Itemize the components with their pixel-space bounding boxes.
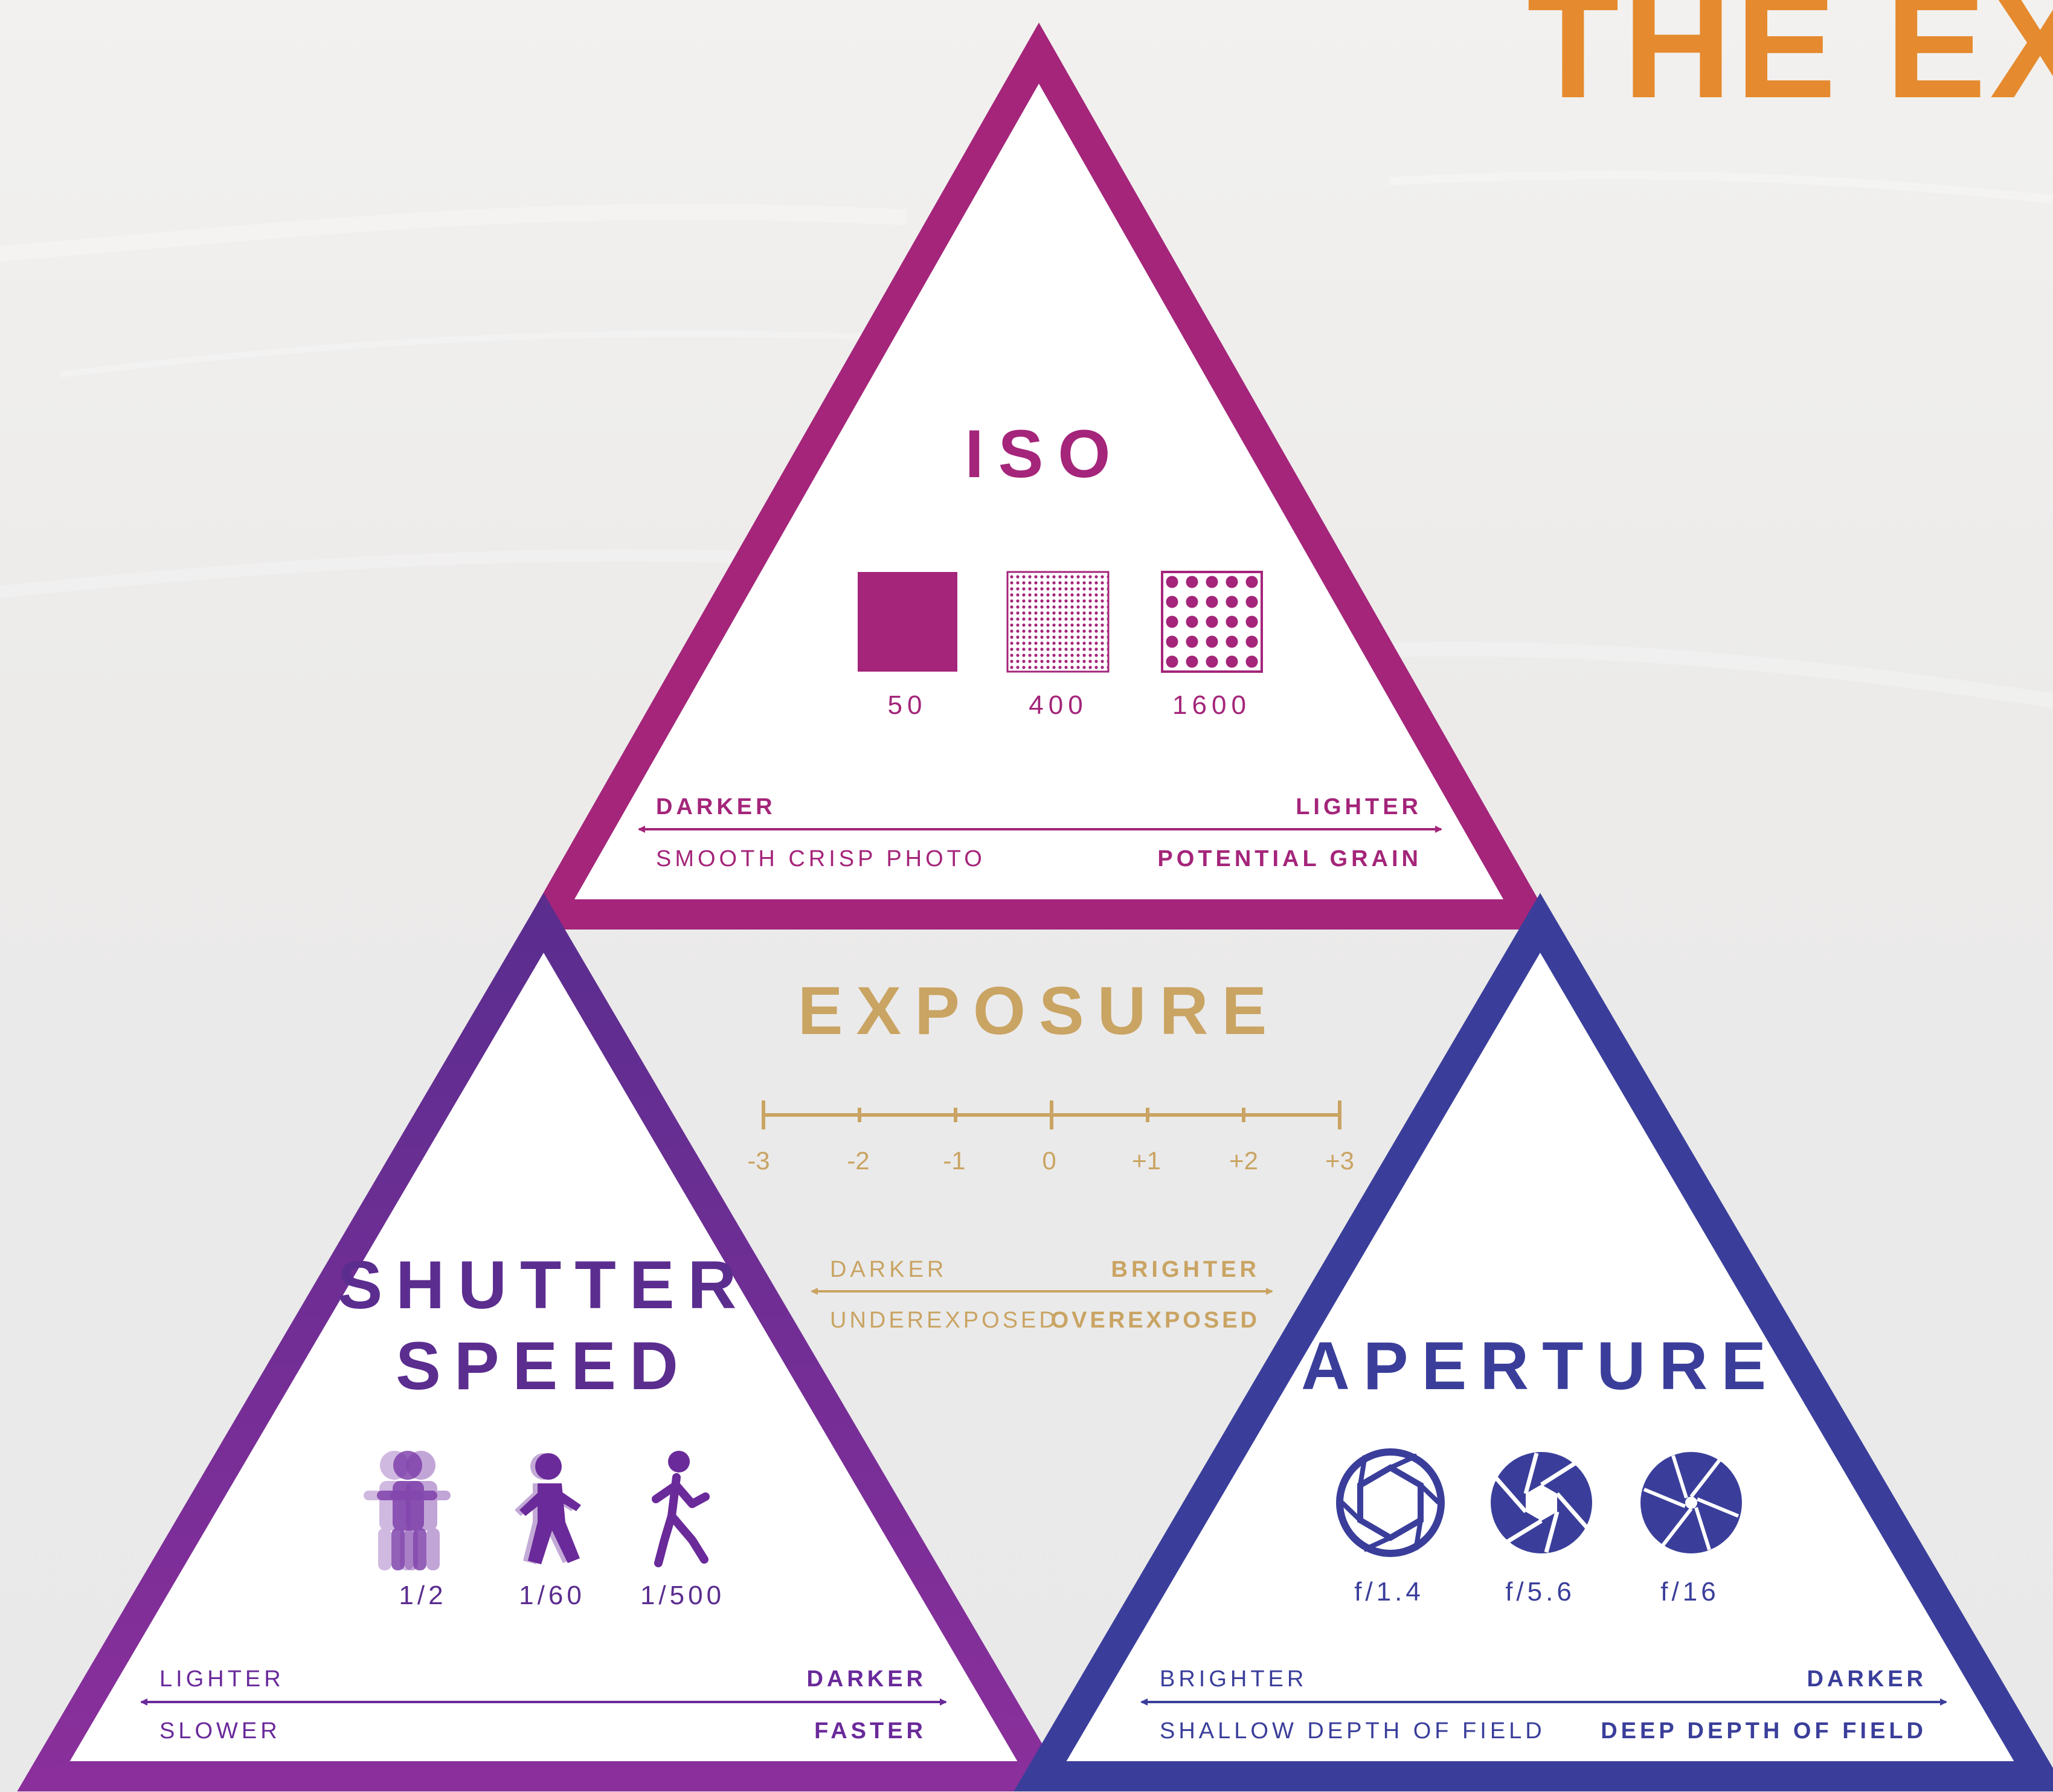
coarse-grain-square-icon: [1161, 571, 1263, 673]
aperture-section: APERTURE: [1014, 893, 2053, 1791]
exposure-scale-label: -2: [847, 1146, 869, 1175]
shutter-title-line2: SPEED: [396, 1328, 692, 1404]
exposure-scale-label: -1: [943, 1146, 965, 1175]
aperture-triangle: [1014, 893, 2053, 1791]
exposure-scale-label: 0: [1042, 1146, 1056, 1175]
shutter-title-line1: SHUTTER: [338, 1247, 750, 1323]
fine-grain-square-icon: [1006, 571, 1110, 673]
page-heading: THE EX: [1527, 0, 2053, 129]
iso-sample-label: 50: [888, 690, 927, 720]
exposure-scale-label: +2: [1229, 1146, 1258, 1175]
iso-darker-label: DARKER: [656, 794, 776, 820]
exposure-scale-label: -3: [747, 1146, 769, 1175]
exposure-darker-label: DARKER: [830, 1257, 947, 1282]
iso-section: ISO 50 400 1600 DARKER LIGHTER SMOOTH CR…: [522, 22, 1556, 930]
wide-aperture-icon: [1336, 1448, 1445, 1557]
medium-aperture-icon: [1491, 1452, 1592, 1553]
aperture-sample-label: f/5.6: [1505, 1577, 1575, 1607]
blurred-runner-icon: [364, 1451, 451, 1570]
aperture-sample-label: f/1.4: [1354, 1577, 1424, 1607]
narrow-aperture-icon: [1640, 1452, 1742, 1553]
iso-title: ISO: [965, 416, 1125, 492]
slightly-blurred-runner-icon: [515, 1453, 581, 1564]
aperture-deep-label: DEEP DEPTH OF FIELD: [1601, 1718, 1927, 1744]
shutter-darker-label: DARKER: [806, 1666, 927, 1692]
aperture-sample-label: f/16: [1660, 1577, 1719, 1607]
shutter-sample-label: 1/60: [519, 1581, 585, 1610]
exposure-title: EXPOSURE: [798, 973, 1280, 1049]
shutter-triangle: [17, 893, 1070, 1791]
aperture-brighter-label: BRIGHTER: [1160, 1666, 1307, 1692]
exposure-scale-ticks: [762, 1100, 1341, 1129]
shutter-slower-label: SLOWER: [159, 1718, 281, 1744]
exposure-section: EXPOSURE -3 -2 -1 0 +1 +2 +3 DARKER BRIG…: [747, 973, 1354, 1333]
light-streaks: [0, 171, 2053, 708]
aperture-darker-label: DARKER: [1807, 1666, 1927, 1692]
iso-triangle: [522, 22, 1556, 930]
shutter-sample-label: 1/2: [399, 1581, 446, 1610]
iso-smooth-label: SMOOTH CRISP PHOTO: [656, 846, 986, 872]
exposure-brighter-label: BRIGHTER: [1111, 1257, 1260, 1282]
shutter-section: SHUTTER SPEED: [17, 893, 1070, 1791]
solid-square-icon: [858, 572, 957, 672]
sharp-runner-icon: [652, 1451, 710, 1567]
iso-sample-label: 400: [1029, 690, 1087, 720]
exposure-underexposed-label: UNDEREXPOSED: [830, 1308, 1059, 1333]
iso-lighter-label: LIGHTER: [1296, 794, 1422, 820]
shutter-faster-label: FASTER: [814, 1718, 927, 1744]
shutter-lighter-label: LIGHTER: [159, 1666, 284, 1692]
shutter-sample-label: 1/500: [640, 1581, 725, 1610]
exposure-scale-label: +1: [1132, 1146, 1161, 1175]
exposure-scale-label: +3: [1325, 1146, 1354, 1175]
aperture-shallow-label: SHALLOW DEPTH OF FIELD: [1160, 1718, 1546, 1744]
exposure-overexposed-label: OVEREXPOSED: [1051, 1308, 1260, 1333]
iso-sample-label: 1600: [1172, 690, 1251, 720]
aperture-title: APERTURE: [1301, 1328, 1779, 1404]
iso-grain-label: POTENTIAL GRAIN: [1157, 846, 1422, 872]
